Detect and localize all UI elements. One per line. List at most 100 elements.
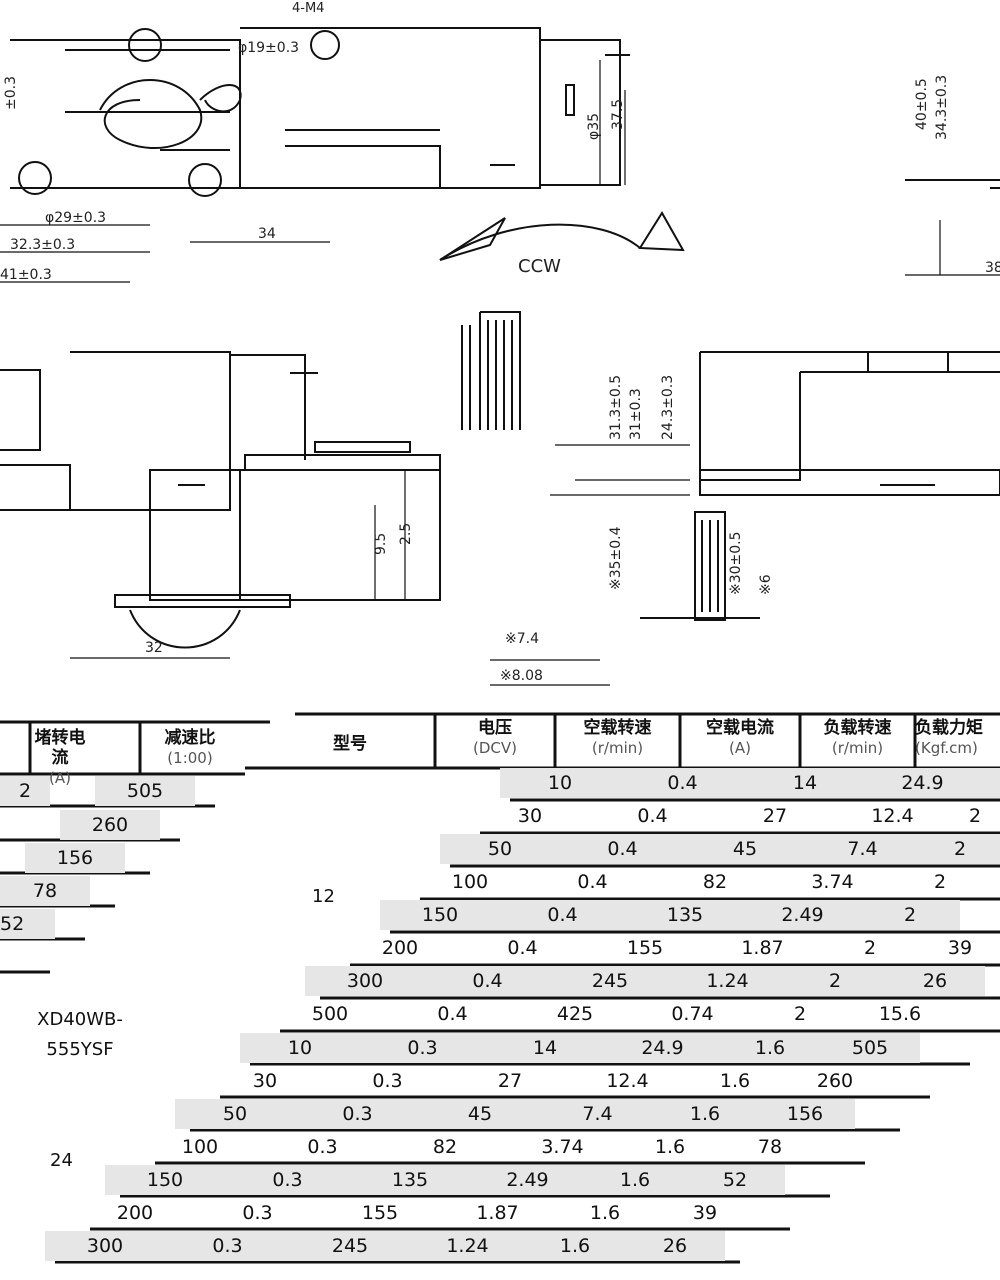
- dim-line-7: [550, 444, 690, 496]
- header-no-load-current: 空载电流(A): [706, 718, 774, 757]
- table-grid: [0, 712, 1000, 1264]
- dim-side-1: φ35: [586, 113, 602, 140]
- dim-top-pcd: φ19±0.3: [238, 40, 299, 56]
- rows12-row-6-col-1: 200: [381, 937, 419, 959]
- rows24-row-5-col-4: 2.49: [470, 1165, 585, 1195]
- rows24-row-3-col-5: 1.6: [655, 1099, 755, 1129]
- dim-shaft-4: ※7.4: [505, 631, 539, 647]
- rows24-row-2-col-2: 0.3: [372, 1070, 403, 1092]
- shaft-hatch: [461, 320, 513, 430]
- header-voltage: 电压(DCV): [473, 718, 517, 757]
- rows12-row-8-col-2: 0.4: [437, 1003, 468, 1025]
- rows24-row-3-col-6: 156: [755, 1099, 855, 1129]
- rows12-row-7-col-1: 300: [305, 966, 425, 996]
- rows24-row-4-col-6: 78: [757, 1136, 783, 1158]
- rows24-row-1-col-1: 10: [240, 1033, 360, 1063]
- rows24-row-7-col-5: 1.6: [525, 1231, 625, 1261]
- rows12-row-1-col-3: 14: [745, 768, 865, 798]
- rows24-row-6-col-5: 1.6: [589, 1202, 621, 1224]
- rows12-row-4-col-5: 2: [933, 871, 947, 893]
- rows24-row-2-col-4: 12.4: [606, 1070, 649, 1092]
- ccw-arrow: [439, 223, 641, 261]
- rows12-row-6-col-4: 1.87: [741, 937, 784, 959]
- dim-lower-3: 32: [145, 640, 163, 656]
- rows24-row-3-col-4: 7.4: [540, 1099, 655, 1129]
- gear-head-plate: [244, 441, 441, 471]
- rows12-row-4-col-3: 82: [702, 871, 728, 893]
- ccw-arrowhead-left: [439, 217, 506, 261]
- rows24-row-7-col-4: 1.24: [410, 1231, 525, 1261]
- dim-line-3: [599, 60, 626, 185]
- rows12-row-6-col-2: 0.4: [507, 937, 538, 959]
- rows24-row-4-col-5: 1.6: [654, 1136, 686, 1158]
- dim-lower-right-2: 31±0.3: [628, 388, 644, 440]
- rows24-row-7-col-1: 300: [45, 1231, 165, 1261]
- left-ratio-4: 78: [0, 876, 90, 906]
- rows12-row-3-col-1: 50: [440, 834, 560, 864]
- dim-shaft-3: ※6: [758, 574, 774, 595]
- dim-lower-2: 2.5: [398, 523, 414, 545]
- right-mid-base: [699, 469, 1000, 496]
- dim-right-2: 34.3±0.3: [934, 75, 950, 140]
- dim-lower-right-1: 31.3±0.5: [608, 375, 624, 440]
- rows12-row-2-col-4: 12.4: [871, 805, 914, 827]
- rows12-row-3-col-2: 0.4: [560, 834, 685, 864]
- rows24-row-7-col-2: 0.3: [165, 1231, 290, 1261]
- rows12-row-2-col-1: 30: [517, 805, 543, 827]
- dim-side-2: 37.5: [610, 99, 626, 130]
- shaft-swirl-2: [199, 84, 242, 113]
- mount-hole-1: [128, 28, 162, 62]
- left-ratio-2: 260: [60, 810, 160, 840]
- rows24-row-4-col-4: 3.74: [541, 1136, 584, 1158]
- rows12-row-1-col-5: [980, 768, 1000, 798]
- rows24-row-6-col-1: 200: [116, 1202, 154, 1224]
- rows24-row-1-col-3: 14: [485, 1033, 605, 1063]
- motor-end-top: [540, 39, 621, 186]
- rows12-row-5-col-1: 150: [380, 900, 500, 930]
- dim-shaft-1: ※35±0.4: [608, 526, 624, 590]
- flange-outline: [10, 39, 241, 189]
- dim-line-8: [374, 470, 406, 600]
- dim-bottom-center: 34: [258, 226, 276, 242]
- rows12-row-2-col-3: 27: [762, 805, 788, 827]
- dim-shaft-2: ※30±0.5: [728, 531, 744, 595]
- left-mid-block: [70, 351, 231, 511]
- dim-lower-1: 9.5: [373, 533, 389, 555]
- rows24-row-1-col-2: 0.3: [360, 1033, 485, 1063]
- rows12-row-1-col-1: 10: [500, 768, 620, 798]
- rows12-row-7-col-3: 245: [550, 966, 670, 996]
- mount-hole-4: [188, 163, 222, 197]
- left-ratio-5: 52: [0, 909, 55, 939]
- rows12-row-4-col-1: 100: [451, 871, 489, 893]
- rows12-row-7-col-6: 26: [885, 966, 985, 996]
- rows12-row-8-col-3: 425: [556, 1003, 594, 1025]
- left-ratio-3: 156: [25, 843, 125, 873]
- mount-hole-3: [18, 161, 52, 195]
- rows12-row-6-col-3: 155: [626, 937, 664, 959]
- model-name: XD40WB-555YSF: [37, 1009, 123, 1060]
- rows24-row-3-col-1: 50: [175, 1099, 295, 1129]
- rows12-row-5-col-2: 0.4: [500, 900, 625, 930]
- rows12-row-2-col-5: 2: [968, 805, 982, 827]
- rows12-row-8-col-4: 0.74: [671, 1003, 714, 1025]
- motor-drawing: 4-M4 φ19±0.3 ±0.3 φ29±0.3 32.3±0.3 41±0.…: [0, 1, 1000, 686]
- rows12-row-1-col-4: 24.9: [865, 768, 980, 798]
- rows12-row-5-col-5: 2: [860, 900, 960, 930]
- rows24-row-2-col-5: 1.6: [719, 1070, 751, 1092]
- rows24-row-4-col-3: 82: [432, 1136, 458, 1158]
- right-mid-top: [700, 351, 1000, 373]
- rows24-row-5-col-5: 1.6: [585, 1165, 685, 1195]
- rows12-row-7-col-5: 2: [785, 966, 885, 996]
- left-mid-end: [178, 354, 318, 486]
- header-load-torque: 负载力矩(Kgf.cm): [915, 718, 983, 757]
- rows24-row-7-col-6: 26: [625, 1231, 725, 1261]
- rows12-row-7-col-2: 0.4: [425, 966, 550, 996]
- rows24-row-1-col-5: 1.6: [720, 1033, 820, 1063]
- rows12-row-4-col-2: 0.4: [577, 871, 608, 893]
- shaft-swirl: [99, 79, 203, 149]
- motor-step-top: [285, 129, 441, 188]
- mount-hole-2: [310, 30, 340, 60]
- rows12-row-2-col-2: 0.4: [637, 805, 668, 827]
- dim-bottom-3: 41±0.3: [0, 267, 52, 283]
- voltage-24: 24: [50, 1150, 73, 1171]
